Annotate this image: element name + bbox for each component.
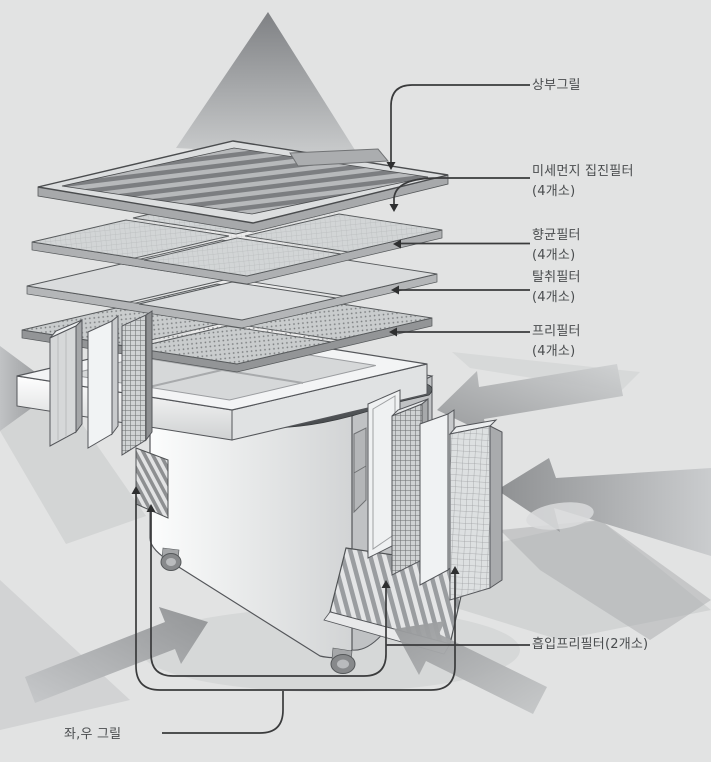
left-filter-stack [49,310,153,456]
leader-dust-filter [393,177,530,204]
label-top-grille: 상부그릴 [532,78,581,93]
grille-handle [289,148,390,167]
label-dust-filter-line1: 미세먼지 집진필터 [532,164,634,179]
airflow-bottom-left-arrow [0,580,208,730]
leader-lr-u [135,494,456,691]
airflow-right-top-arrow [437,352,640,434]
left-filter-outer-panel [49,318,83,447]
label-dust-filter: 미세먼지 집진필터 (4개소) [532,162,634,202]
caster-center [330,647,356,674]
left-filter-white-panel [87,314,119,449]
airflow-up-arrow [176,12,360,158]
label-intake-prefilter: 흡입프리필터(2개소) [532,637,649,652]
left-intake-opening [135,447,169,519]
label-prefilter-line2: (4개소) [532,344,576,359]
top-grille [37,140,449,233]
leader-lines [135,84,530,734]
leader-lr-stem [162,691,284,734]
left-filter-mesh-panel [121,310,153,456]
label-deodorizing-filter: 탈취필터 (4개소) [532,268,581,308]
label-antibacterial-line1: 향균필터 [532,228,581,243]
label-dust-filter-line2: (4개소) [532,184,576,199]
caster-left [160,547,182,571]
label-deodorizing-line2: (4개소) [532,290,576,305]
label-antibacterial-line2: (4개소) [532,248,576,263]
dust-filter-layer [31,195,443,285]
leader-arrowheads [131,162,460,588]
right-filter-white-panel [419,409,455,586]
right-filter-stack [367,389,503,601]
leader-intake-u [150,512,387,677]
leader-top-grille [390,84,530,162]
label-antibacterial-filter: 향균필터 (4개소) [532,226,581,266]
label-deodorizing-line1: 탈취필터 [532,270,581,285]
label-left-right-grille: 좌,우 그릴 [64,727,122,742]
right-filter-outer-panel [448,419,503,601]
label-prefilter-line1: 프리필터 [532,324,581,339]
label-pre-filter: 프리필터 (4개소) [532,322,581,362]
side-window-frames [353,427,367,514]
